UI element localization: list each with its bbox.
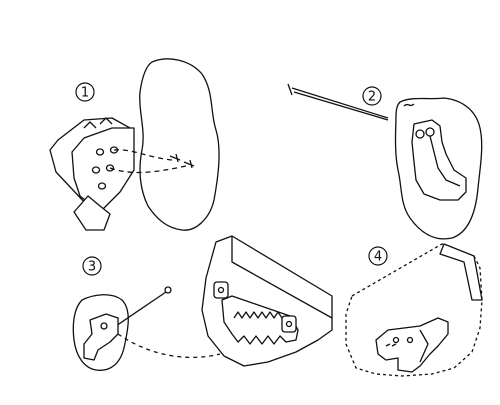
step-4-illustration [346, 244, 482, 376]
clip-hole [97, 149, 104, 155]
step-3-illustration [73, 236, 332, 370]
clip-hole [408, 338, 413, 343]
nail-head [288, 84, 292, 95]
frame-edge [440, 244, 482, 300]
step-2-illustration [288, 84, 482, 239]
step-4-number-badge: 4 [369, 247, 387, 265]
clip-hole [99, 183, 106, 189]
clip-hole [394, 338, 399, 343]
wall-fragment-1 [140, 59, 219, 230]
clip-hole [93, 167, 100, 173]
step-1-number-badge: 1 [76, 83, 94, 101]
step-2-number-badge: 2 [363, 87, 381, 105]
hanger-screw [287, 322, 292, 327]
step-1-number: 1 [81, 86, 89, 101]
step-3-number: 3 [88, 260, 96, 275]
dashed-connector [118, 334, 220, 357]
step-2-number: 2 [368, 90, 376, 105]
nail-knob [165, 287, 171, 293]
step-3-number-badge: 3 [83, 257, 101, 275]
nail-head-in-hole [426, 128, 434, 136]
step-4-number: 4 [374, 250, 382, 265]
hanger-screw [219, 288, 224, 293]
clip-hole [101, 323, 107, 329]
step-1-illustration [50, 59, 219, 230]
nail-head-in-hole [416, 130, 424, 138]
